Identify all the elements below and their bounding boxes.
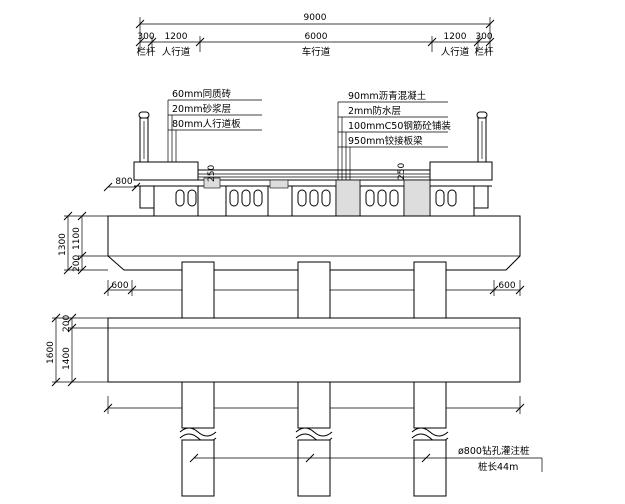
dim-pilecap-1600: 1600 [46,341,56,364]
label-left-rail: 栏杆 [136,46,156,58]
piles: ø800钻孔灌注桩 桩长44m [179,381,543,497]
right-layer-4: 950mm铰接板梁 [348,135,423,147]
dim-total-9000: 9000 [304,13,327,23]
dim-carriage: 6000 [305,32,328,42]
pile-cap [107,317,521,383]
left-layer-callouts: 60mm同质砖 20mm砂浆层 80mm人行道板 [167,88,262,172]
dim-right-rail: 300 [475,32,492,42]
deck-dimensions: 800 250 250 [103,163,407,192]
columns-upper [181,261,447,319]
dim-pilecap-200: 200 [62,315,72,332]
dim-cap-1300: 1300 [58,233,68,256]
dim-left-walk: 1200 [165,32,188,42]
right-railing [473,111,491,171]
dim-cap-600-right: 600 [498,281,515,291]
dim-pilecap-1400: 1400 [62,347,72,370]
dim-cap-1100: 1100 [72,227,82,250]
deck-superstructure [133,161,493,217]
dim-left-rail: 300 [137,32,154,42]
left-railing [135,111,153,171]
pile-spec: ø800钻孔灌注桩 [458,445,530,457]
label-right-rail: 栏杆 [474,46,494,58]
right-layer-callouts: 90mm沥青混凝土 2mm防水层 100mmC50钢筋砼铺装 950mm铰接板梁 [337,90,451,185]
label-carriage: 车行道 [302,46,331,58]
label-left-walk: 人行道 [162,46,191,58]
dim-right-walk: 1200 [444,32,467,42]
dim-250-right: 250 [397,163,407,180]
left-layer-2: 20mm砂浆层 [172,103,231,115]
right-layer-1: 90mm沥青混凝土 [348,90,427,102]
label-right-walk: 人行道 [441,46,470,58]
top-dimension-chain: 9000 300 1200 6000 1200 300 栏杆 人行道 车行道 人… [135,13,495,58]
dim-cap-600-left: 600 [111,281,128,291]
left-layer-1: 60mm同质砖 [172,88,232,100]
pile-length: 桩长44m [478,461,518,473]
cap-beam [107,215,521,271]
right-layer-2: 2mm防水层 [348,105,401,117]
dim-250-left: 250 [207,165,217,182]
dim-deck-800: 800 [115,177,132,187]
right-layer-3: 100mmC50钢筋砼铺装 [348,120,451,132]
dim-cap-200: 200 [72,255,82,272]
left-layer-3: 80mm人行道板 [172,118,241,130]
